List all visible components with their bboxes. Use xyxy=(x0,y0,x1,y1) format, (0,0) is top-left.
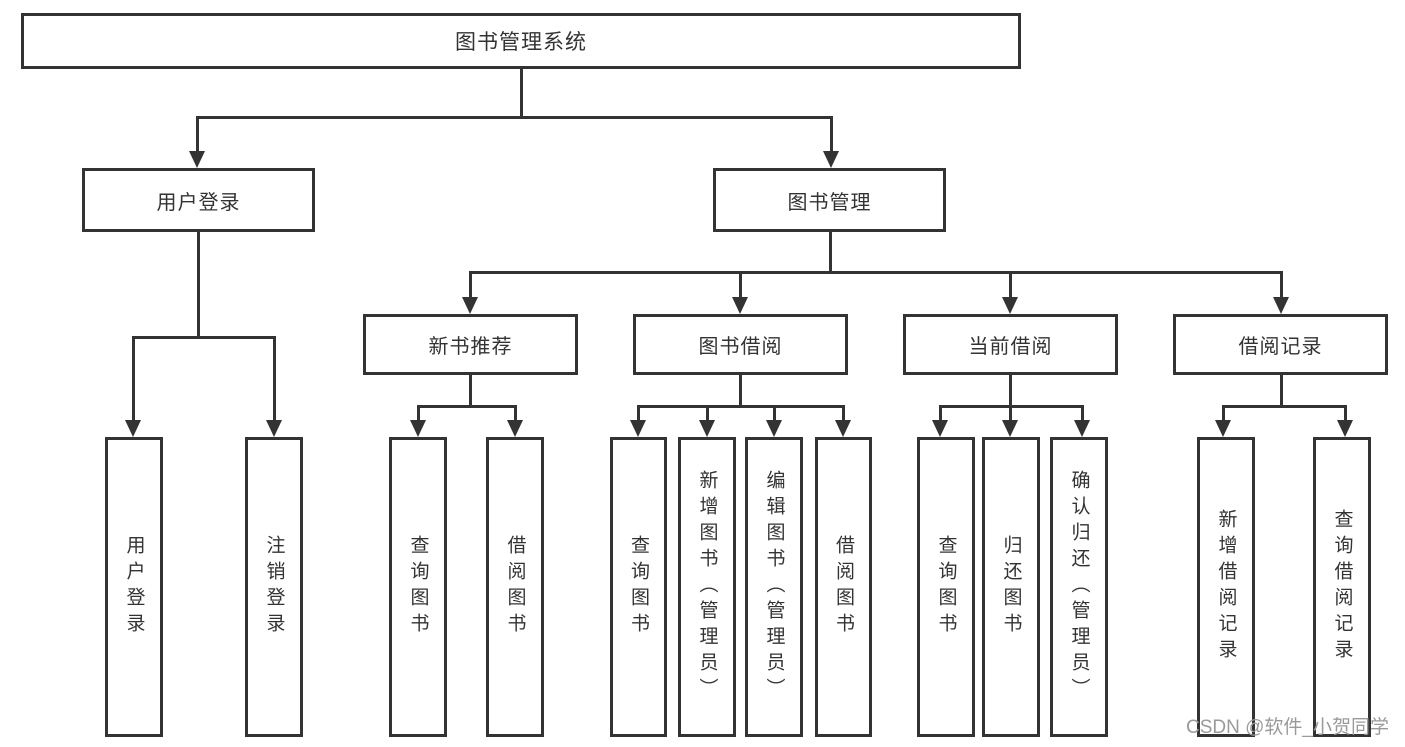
node-book-management: 图书管理 xyxy=(713,168,946,232)
connector-line xyxy=(772,406,776,422)
connector-line xyxy=(841,406,845,422)
arrowhead-icon xyxy=(125,420,141,437)
connector-line xyxy=(196,232,200,338)
connector-line xyxy=(468,270,1283,274)
connector-line xyxy=(1279,272,1283,299)
arrowhead-icon xyxy=(932,420,948,437)
node-leaf-user-login: 用户登录 xyxy=(105,437,163,737)
connector-line xyxy=(636,404,845,408)
node-leaf-confirm-return-admin: 确认归还（管理员） xyxy=(1050,437,1108,737)
connector-line xyxy=(738,375,742,407)
node-leaf-edit-books-admin: 编辑图书（管理员） xyxy=(745,437,803,737)
connector-line xyxy=(1008,272,1012,299)
arrowhead-icon xyxy=(630,420,646,437)
node-leaf-return-books: 归还图书 xyxy=(982,437,1040,737)
connector-line xyxy=(829,117,833,153)
arrowhead-icon xyxy=(462,297,478,314)
connector-line xyxy=(1080,406,1084,422)
connector-line xyxy=(1008,375,1012,407)
connector-line xyxy=(513,406,517,422)
node-leaf-logout: 注销登录 xyxy=(245,437,303,737)
node-leaf-query-books-recommend: 查询图书 xyxy=(389,437,447,737)
arrowhead-icon xyxy=(266,420,282,437)
node-leaf-add-borrow-record: 新增借阅记录 xyxy=(1197,437,1255,737)
arrowhead-icon xyxy=(507,420,523,437)
connector-line xyxy=(738,272,742,299)
arrowhead-icon xyxy=(1002,420,1018,437)
node-leaf-borrow-books-borrowing: 借阅图书 xyxy=(815,437,872,737)
arrowhead-icon xyxy=(823,151,839,168)
connector-line xyxy=(416,406,420,422)
node-leaf-query-books-borrowing: 查询图书 xyxy=(610,437,667,737)
arrowhead-icon xyxy=(410,420,426,437)
connector-line xyxy=(828,232,832,273)
connector-line xyxy=(416,404,517,408)
csdn-watermark: CSDN @软件_小贺同学 xyxy=(1186,717,1389,738)
connector-line xyxy=(1221,406,1225,422)
arrowhead-icon xyxy=(766,420,782,437)
connector-line xyxy=(468,272,472,299)
node-new-book-recommend: 新书推荐 xyxy=(363,314,578,375)
node-leaf-borrow-books-recommend: 借阅图书 xyxy=(486,437,544,737)
arrowhead-icon xyxy=(1273,297,1289,314)
connector-line xyxy=(272,337,276,422)
node-borrowing-records: 借阅记录 xyxy=(1173,314,1388,375)
connector-line xyxy=(468,375,472,407)
arrowhead-icon xyxy=(189,151,205,168)
connector-line xyxy=(519,69,523,118)
connector-line xyxy=(1008,406,1012,422)
connector-line xyxy=(1343,406,1347,422)
arrowhead-icon xyxy=(1215,420,1231,437)
connector-line xyxy=(131,335,276,339)
arrowhead-icon xyxy=(835,420,851,437)
node-leaf-query-books-current: 查询图书 xyxy=(917,437,975,737)
node-user-login: 用户登录 xyxy=(82,168,315,232)
connector-line xyxy=(636,406,640,422)
connector-line xyxy=(705,406,709,422)
arrowhead-icon xyxy=(1337,420,1353,437)
arrowhead-icon xyxy=(699,420,715,437)
connector-line xyxy=(195,115,833,119)
connector-line xyxy=(195,117,199,153)
node-root: 图书管理系统 xyxy=(21,13,1021,69)
node-leaf-query-borrow-record: 查询借阅记录 xyxy=(1313,437,1371,737)
connector-line xyxy=(1221,404,1347,408)
connector-line xyxy=(131,337,135,422)
connector-line xyxy=(938,406,942,422)
node-leaf-add-books-admin: 新增图书（管理员） xyxy=(678,437,736,737)
arrowhead-icon xyxy=(1074,420,1090,437)
arrowhead-icon xyxy=(1002,297,1018,314)
connector-line xyxy=(1279,375,1283,407)
node-book-borrowing: 图书借阅 xyxy=(633,314,848,375)
node-current-borrowing: 当前借阅 xyxy=(903,314,1118,375)
arrowhead-icon xyxy=(732,297,748,314)
